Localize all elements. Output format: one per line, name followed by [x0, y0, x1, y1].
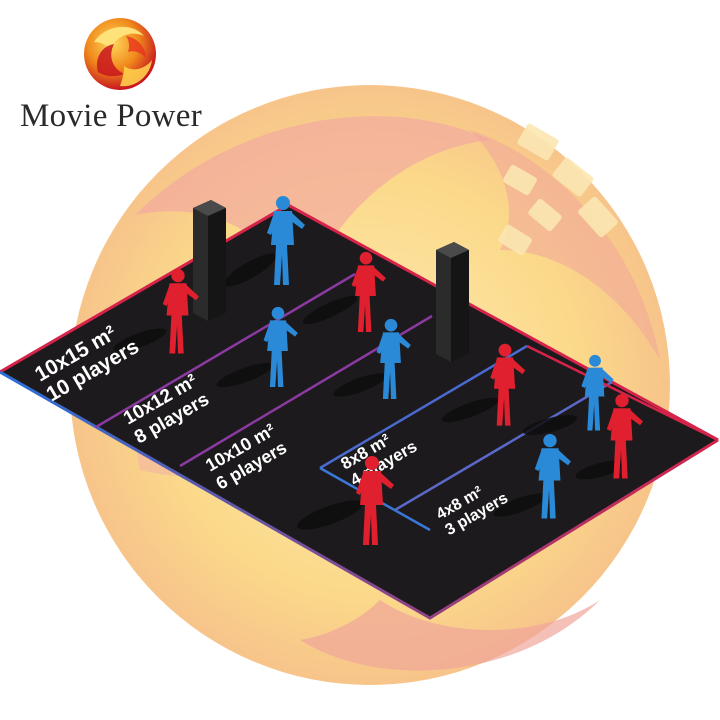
- player-figure: [267, 196, 305, 285]
- player-figure: [534, 433, 571, 519]
- pillar: [193, 200, 226, 321]
- player-figure: [351, 251, 386, 332]
- player-figure: [581, 354, 614, 431]
- player-figure: [162, 268, 199, 354]
- player-figure: [263, 306, 298, 387]
- player-figure: [376, 318, 411, 399]
- player-figure: [356, 456, 394, 545]
- player-figure: [490, 343, 526, 426]
- player-shadows: [113, 253, 625, 530]
- player-figure: [606, 393, 643, 479]
- players: [162, 196, 643, 545]
- pillar: [436, 242, 469, 362]
- brand-name: Movie Power: [20, 98, 203, 134]
- swirl-logo-icon: [80, 14, 160, 94]
